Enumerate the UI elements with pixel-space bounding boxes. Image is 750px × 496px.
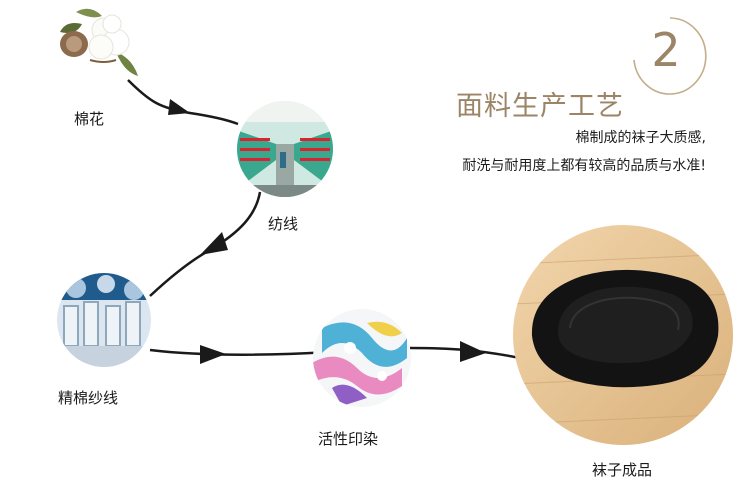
arrow-head [200,345,226,364]
yarn-machinery-image [57,273,151,367]
step-label-finished: 袜子成品 [592,461,653,479]
section-number: 2 [651,23,681,77]
arrow-head [200,232,228,255]
step-label-dyeing: 活性印染 [318,430,379,448]
finished-black-sock-image [513,225,733,445]
arrow-head [460,341,486,362]
step-label-cotton: 棉花 [74,110,105,128]
arrow-spinning-to-yarn [149,191,262,297]
reactive-dyeing-image [313,309,411,407]
cotton-boll-image [60,8,138,76]
step-label-yarn: 精棉纱线 [58,389,119,407]
section-number-ring [633,17,707,95]
arrow-yarn-to-dyeing [149,348,331,357]
description-line-1: 棉制成的袜子大质感, [575,130,706,146]
spinning-mill-image [237,101,333,197]
arrow-head [168,99,190,115]
step-label-spinning: 纺线 [268,215,299,233]
description-line-2: 耐洗与耐用度上都有较高的品质与水准! [462,158,706,174]
section-title: 面料生产工艺 [456,91,624,122]
